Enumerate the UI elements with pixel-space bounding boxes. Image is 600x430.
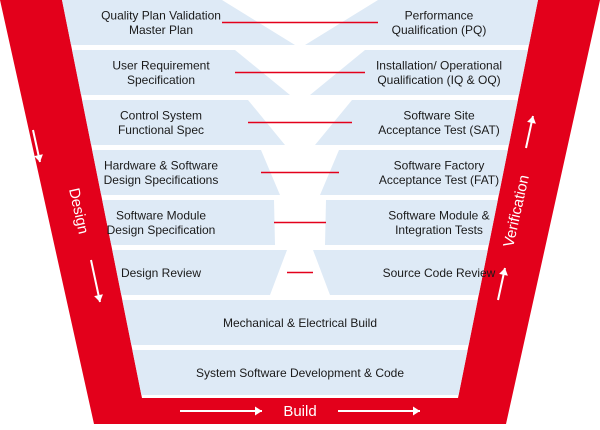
left-label-1-line-1: Quality Plan Validation (101, 9, 221, 23)
verification-arrow-lower-head (499, 268, 508, 276)
right-label-5-line-2: Integration Tests (395, 223, 483, 237)
bottom-box-1 (122, 300, 478, 345)
right-label-3-line-2: Acceptance Test (SAT) (378, 123, 500, 137)
design-arrow-lower-head (94, 294, 103, 302)
right-label-3-line-1: Software Site (403, 109, 475, 123)
build-arrow-right-head (413, 406, 420, 416)
left-label-5-line-2: Design Specification (107, 223, 216, 237)
right-label-2-line-1: Installation/ Operational (376, 59, 502, 73)
build-arrow-left-head (255, 406, 262, 416)
right-box-3 (315, 100, 518, 145)
verification-arrow-upper-head (527, 116, 536, 124)
left-label-1-line-2: Master Plan (129, 23, 193, 37)
process-boxes (62, 0, 538, 395)
left-box-5 (102, 200, 275, 245)
bottom-label-1: Mechanical & Electrical Build (223, 316, 377, 330)
bottom-label-2: System Software Development & Code (196, 366, 404, 380)
right-label-4-line-2: Acceptance Test (FAT) (379, 173, 499, 187)
right-label-2-line-2: Qualification (IQ & OQ) (377, 73, 500, 87)
bottom-box-2 (132, 350, 468, 395)
right-label-4-line-1: Software Factory (394, 159, 485, 173)
right-label-6-line-1: Source Code Review (383, 266, 496, 280)
design-arrow-upper-head (34, 154, 43, 162)
right-box-6 (313, 250, 488, 295)
left-label-5-line-1: Software Module (116, 209, 206, 223)
right-box-1 (305, 0, 538, 45)
left-label-4-line-1: Hardware & Software (104, 159, 218, 173)
left-label-3-line-1: Control System (120, 109, 202, 123)
right-box-4 (320, 150, 508, 195)
left-box-4 (92, 150, 280, 195)
right-label-5-line-1: Software Module & (388, 209, 489, 223)
right-box-5 (325, 200, 498, 245)
left-box-3 (82, 100, 286, 145)
left-label-3-line-2: Functional Spec (118, 123, 204, 137)
left-box-1 (62, 0, 295, 45)
right-box-2 (310, 50, 528, 95)
left-label-4-line-2: Design Specifications (104, 173, 219, 187)
right-label-1-line-2: Qualification (PQ) (392, 23, 487, 37)
left-label-6-line-1: Design Review (121, 266, 201, 280)
left-box-2 (72, 50, 290, 95)
right-label-1-line-1: Performance (405, 9, 474, 23)
design-arrow-lower (90, 259, 101, 303)
left-label-2-line-1: User Requirement (112, 59, 210, 73)
left-label-2-line-2: Specification (127, 73, 195, 87)
connector-lines (222, 21, 378, 274)
build-label: Build (283, 403, 316, 420)
left-box-6 (112, 250, 288, 295)
